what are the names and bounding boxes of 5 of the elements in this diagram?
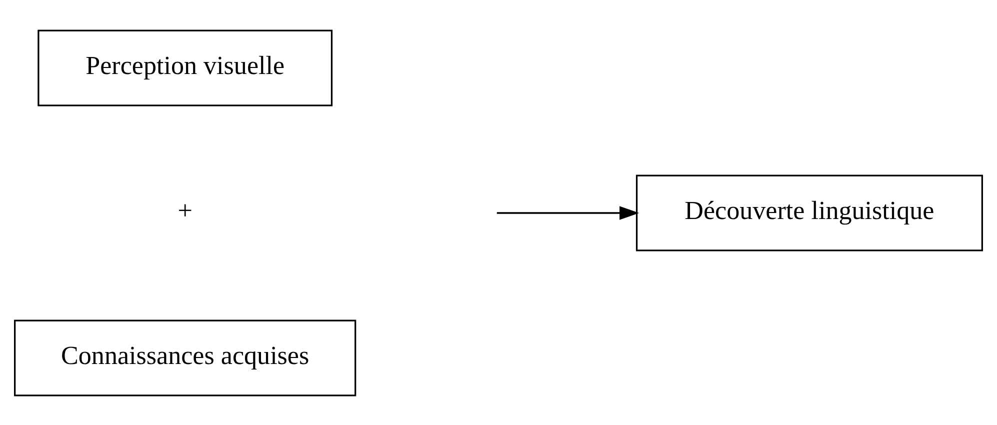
- node-box: Découverte linguistique: [636, 174, 983, 251]
- node-box: Perception visuelle: [38, 29, 333, 106]
- label: +: [178, 196, 192, 225]
- node-box: Connaissances acquises: [14, 319, 356, 396]
- arrow: [496, 206, 640, 220]
